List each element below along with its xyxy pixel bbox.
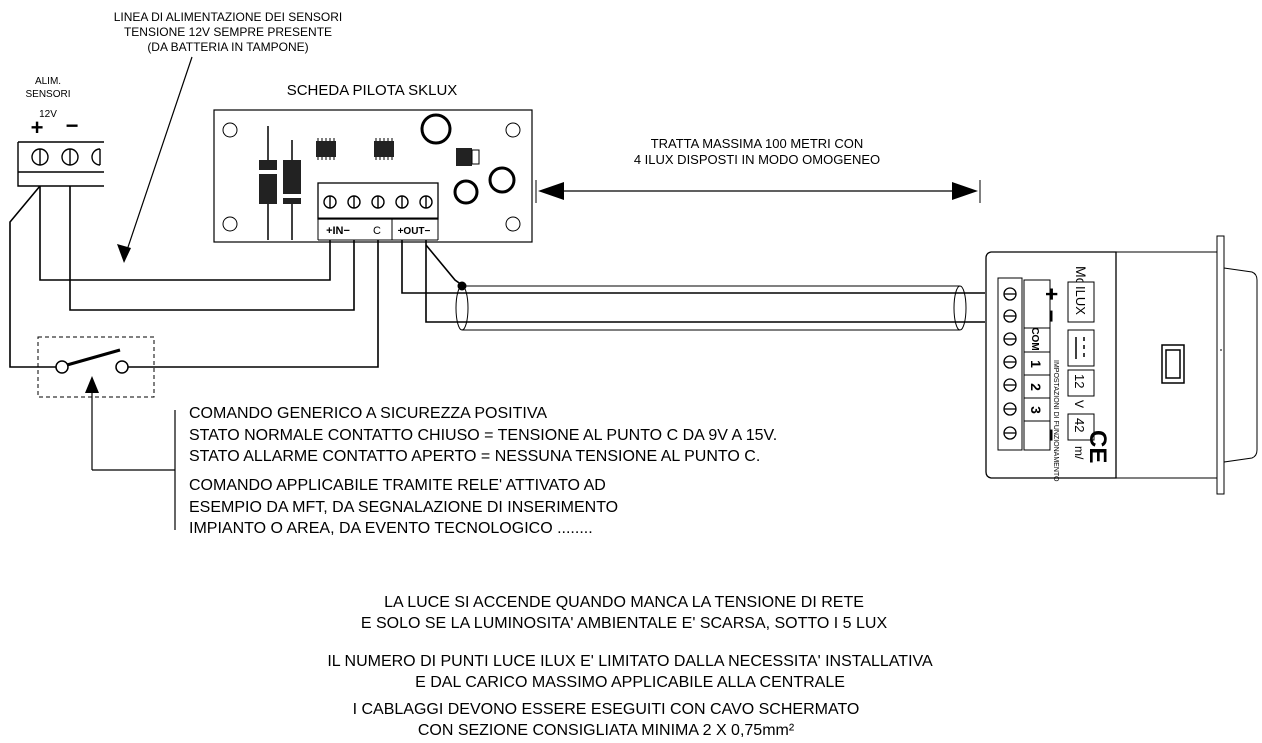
supply-label-line-1: ALIM. [35,76,61,87]
device-terminal-3: COM [1029,327,1040,350]
board-c-label: C [373,225,381,237]
distance-arrow [535,180,981,203]
device-terminal-4: 1 [1028,360,1044,368]
capacitor-2 [488,166,516,194]
command-note-line-1: COMANDO GENERICO A SICUREZZA POSITIVA [189,405,547,422]
supply-note-line-1: LINEA DI ALIMENTAZIONE DEI SENSORI [114,10,343,24]
ic-1 [316,141,336,157]
device-terminal-strip [997,277,1023,451]
command-note-line-2: STATO NORMALE CONTATTO CHIUSO = TENSIONE… [189,427,777,444]
supply-note-arrowhead [117,244,131,263]
command-note-line-5: ESEMPIO DA MFT, DA SEGNALAZIONE DI INSER… [189,499,618,516]
device-terminal-1: + [1039,288,1064,301]
supply-label-line-3: 12V [39,109,57,120]
device-sensor-window [1161,344,1185,384]
command-note-line-6: IMPIANTO O AREA, DA EVENTO TECNOLOGICO .… [189,520,593,537]
device-current-unit: m/ [1072,446,1086,460]
command-note: COMANDO GENERICO A SICUREZZA POSITIVA ST… [189,405,777,537]
wiring [9,185,985,368]
device-model-name: ILUX [1073,286,1088,315]
bottom-note-line-1: LA LUCE SI ACCENDE QUANDO MANCA LA TENSI… [384,594,864,611]
supply-minus: − [66,113,79,138]
device-terminal-2: − [1039,310,1064,323]
bottom-note-line-6: CON SEZIONE CONSIGLIATA MINIMA 2 X 0,75m… [418,722,795,739]
diode-1 [259,160,277,204]
supply-note-line-3: (DA BATTERIA IN TAMPONE) [147,40,308,54]
device-terminal-screws [1003,287,1017,440]
mount-hole-tl [222,122,238,138]
ilux-device: + − COM 1 2 3 − Mod. ILUX 12 V 42 m/ IMP… [985,235,1258,495]
capacitor-large [420,113,452,145]
regulator [456,148,472,166]
device-terminal-7: − [1039,429,1064,442]
supply-terminal-block [17,141,104,187]
board-title: SCHEDA PILOTA SKLUX [287,82,458,99]
bottom-notes: LA LUCE SI ACCENDE QUANDO MANCA LA TENSI… [327,594,933,739]
bottom-note-line-5: I CABLAGGI DEVONO ESSERE ESEGUITI CON CA… [353,701,860,718]
board-in-label: +IN− [326,225,350,237]
shielded-cable [455,285,967,331]
distance-note-line-2: 4 ILUX DISPOSTI IN MODO OMOGENEO [634,152,880,167]
mount-hole-bl [222,216,238,232]
capacitor-1 [453,179,479,205]
supply-label: ALIM. SENSORI 12V + − [25,76,78,140]
supply-note-line-2: TENSIONE 12V SEMPRE PRESENTE [124,25,332,39]
device-voltage-unit: V [1072,400,1086,408]
mount-hole-tr [505,122,521,138]
device-settings-label: IMPOSTAZIONI DI FUNZIONAMENTO [1052,360,1059,482]
bottom-note-line-4: E DAL CARICO MASSIMO APPLICABILE ALLA CE… [415,674,845,691]
diode-2 [283,160,301,204]
supply-note-pointer [123,56,193,260]
supply-label-line-2: SENSORI [25,89,70,100]
ic-2 [374,141,394,157]
device-dc-symbol-box [1067,329,1095,367]
bottom-note-line-3: IL NUMERO DI PUNTI LUCE ILUX E' LIMITATO… [327,653,933,670]
board-out-label: +OUT− [398,226,431,237]
device-voltage: 12 [1072,374,1087,388]
command-note-line-3: STATO ALLARME CONTATTO APERTO = NESSUNA … [189,448,760,465]
ce-mark: CE [1084,430,1111,463]
contact-switch [37,336,176,530]
device-current: 42 [1072,418,1087,432]
board: +IN− C +OUT− [213,109,533,243]
device-terminal-5: 2 [1028,383,1044,391]
command-note-line-4: COMANDO APPLICABILE TRAMITE RELE' ATTIVA… [189,477,606,494]
board-screws [323,195,433,209]
distance-note: TRATTA MASSIMA 100 METRI CON 4 ILUX DISP… [634,136,880,167]
supply-plus: + [31,115,44,140]
device-terminal-6: 3 [1028,406,1044,414]
mount-hole-br [505,216,521,232]
supply-note: LINEA DI ALIMENTAZIONE DEI SENSORI TENSI… [114,10,343,54]
bottom-note-line-2: E SOLO SE LA LUMINOSITA' AMBIENTALE E' S… [361,615,888,632]
distance-note-line-1: TRATTA MASSIMA 100 METRI CON [651,136,864,151]
